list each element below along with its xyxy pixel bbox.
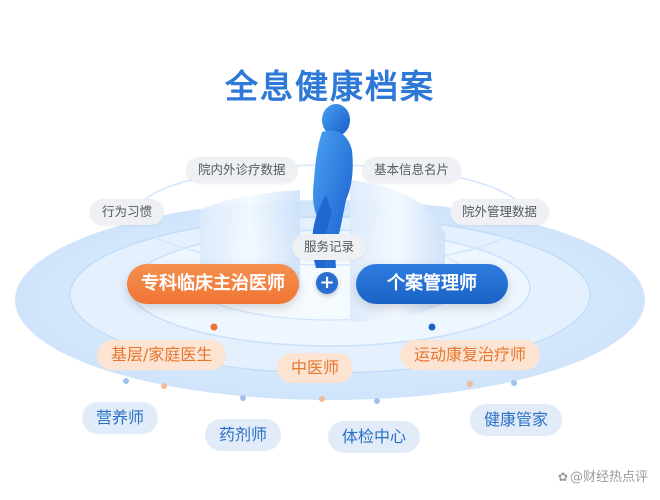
tag-family-doctor: 基层/家庭医生	[97, 340, 227, 370]
plus-icon: +	[316, 272, 338, 294]
human-figure	[312, 104, 353, 268]
page-title: 全息健康档案	[225, 67, 435, 106]
watermark-text: @财经热点评	[569, 470, 648, 485]
watermark: ✿@财经热点评	[558, 466, 648, 485]
tag-service-records: 服务记录	[292, 234, 367, 260]
tag-tcm-doctor: 中医师	[277, 353, 354, 383]
tag-external-data: 院外管理数据	[450, 199, 550, 225]
tag-pharmacist: 药剂师	[205, 419, 282, 451]
tag-nutritionist: 营养师	[82, 402, 159, 434]
tag-habits: 行为习惯	[90, 199, 165, 225]
tag-medical-data: 院内外诊疗数据	[186, 157, 298, 183]
tag-health-steward: 健康管家	[470, 404, 563, 436]
role-case-manager: 个案管理师	[356, 264, 508, 304]
tag-basic-info: 基本信息名片	[362, 157, 462, 183]
tag-rehab-therapist: 运动康复治疗师	[400, 340, 541, 370]
paw-icon: ✿	[557, 470, 568, 484]
tag-checkup-center: 体检中心	[328, 421, 421, 453]
role-specialist-doctor: 专科临床主治医师	[127, 264, 299, 304]
